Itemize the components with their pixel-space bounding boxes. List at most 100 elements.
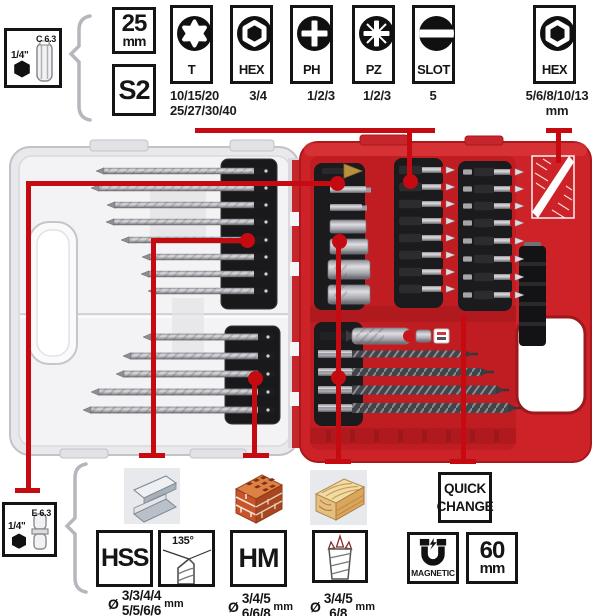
callout-dot-sockets	[330, 176, 345, 191]
bit-length-value: 25	[121, 10, 148, 38]
case-handle-left	[28, 221, 78, 365]
group-brace-bottom	[64, 462, 88, 594]
coupling-size: 1/4"	[8, 521, 26, 532]
ph-sizes: 1/2/3	[307, 88, 335, 103]
callout-dot-bits	[403, 174, 418, 189]
tip-angle-box: 135°	[158, 530, 215, 587]
hex-sizes: 3/4	[249, 88, 267, 103]
bit-type-label: PH	[302, 62, 321, 77]
hex-large-icon	[540, 16, 575, 51]
drill-tip-135-icon	[162, 549, 212, 584]
wood-drill-icon	[327, 533, 353, 580]
torx-sizes: 10/15/20 25/27/30/40	[170, 88, 237, 118]
coupling-c63-box: C 6.3 1/4"	[4, 28, 62, 88]
wood-diameter-unit: mm	[355, 600, 375, 613]
diameter-symbol: Ø	[108, 595, 119, 612]
bit-type-box-pz: PZ	[352, 5, 395, 84]
diameter-symbol: Ø	[228, 598, 239, 615]
ph-pz-slot-bits	[399, 165, 456, 294]
socket-type-box-hex: HEX	[533, 5, 576, 84]
callout-tbar-quickchange	[450, 459, 476, 464]
callout-tbar-hss	[139, 453, 165, 458]
callout-line-wood	[336, 241, 341, 462]
slot-sizes: 5	[429, 88, 437, 103]
slot-icon	[419, 16, 454, 51]
quick-change-box: QUICK CHANGE	[436, 472, 494, 523]
magnetic-box: MAGNETIC	[407, 532, 459, 584]
hm-label: HM	[238, 543, 280, 574]
coupling-e63-box: E 6.3 1/4"	[2, 502, 57, 557]
bit-type-box-torx: T	[170, 5, 213, 84]
hm-diameter-sizes: 3/4/5 6/6/8	[241, 591, 271, 616]
hm-diameters: Ø 3/4/5 6/6/8 mm	[228, 591, 293, 616]
steel-beam-icon	[124, 468, 180, 524]
drill-length-value: 60	[479, 537, 506, 565]
coupling-size: 1/4"	[11, 50, 29, 61]
magnet-icon	[419, 538, 447, 566]
callout-dot-hss	[240, 233, 255, 248]
hss-box: HSS	[96, 530, 153, 587]
coupling-label: E 6.3	[31, 508, 51, 518]
group-brace-top	[68, 14, 92, 122]
pozidriv-icon	[359, 16, 394, 51]
socket-type-label: HEX	[541, 62, 568, 77]
callout-tbar-coupling	[15, 488, 40, 493]
einhell-ornament-icon	[531, 155, 575, 219]
wood-icon	[310, 470, 367, 525]
magnetic-bit-bar	[519, 242, 546, 346]
wood-drill-box	[312, 530, 368, 583]
coupling-label: C 6.3	[35, 34, 56, 44]
callout-tbar-hm	[243, 453, 269, 458]
bit-type-box-ph: PH	[290, 5, 333, 84]
hex-shank-c63-icon	[14, 40, 53, 82]
hss-label: HSS	[101, 544, 149, 573]
wood-diameters: Ø 3/4/5 6/8 mm	[310, 591, 375, 616]
callout-dot-hm	[248, 371, 263, 386]
diameter-symbol: Ø	[310, 598, 321, 615]
hss-diameters: Ø 3/3/4/4 5/5/6/6 mm	[108, 588, 184, 616]
steel-grade-label: S2	[118, 74, 150, 105]
callout-line-coupling-h	[28, 181, 332, 186]
tip-angle-label: 135°	[172, 535, 194, 547]
callout-line-hss-h	[151, 238, 243, 243]
hm-diameter-unit: mm	[273, 600, 293, 613]
hex-socket-sizes: 5/6/8/10/13 mm	[525, 88, 589, 118]
bit-type-label: HEX	[238, 62, 265, 77]
wood-drill-bits	[318, 350, 521, 413]
molded-emboss	[150, 183, 206, 241]
drill-length-box: 60 mm	[466, 532, 518, 584]
hss-diameter-sizes: 3/3/4/4 5/5/6/6	[121, 588, 162, 616]
bit-length-unit: mm	[122, 33, 147, 49]
callout-tbar-hex-sockets	[546, 128, 572, 133]
callout-line-hex-sockets	[556, 131, 561, 163]
hex-icon	[237, 16, 272, 51]
torx-bit-strip	[458, 161, 512, 311]
quick-change-label: QUICK CHANGE	[436, 480, 494, 514]
wood-diameter-sizes: 3/4/5 6/8	[323, 591, 353, 616]
drill-length-unit: mm	[479, 560, 506, 578]
torx-icon	[177, 16, 212, 51]
callout-line-coupling-v	[26, 181, 31, 490]
callout-dot-wood	[331, 370, 346, 385]
phillips-icon	[297, 16, 332, 51]
bit-length-box: 25 mm	[112, 7, 156, 54]
bit-type-label: SLOT	[417, 62, 450, 77]
torx-bits	[463, 167, 525, 300]
molded-emboss	[172, 298, 204, 360]
callout-dot-sockets-2	[332, 234, 347, 249]
magnetic-label: MAGNETIC	[411, 568, 455, 578]
callout-line-bits-drop	[407, 130, 412, 178]
case-left-half	[9, 139, 303, 459]
callout-line-hm	[252, 378, 257, 456]
brick-icon	[228, 468, 285, 525]
callout-line-bits-top	[195, 128, 435, 133]
hm-masonry-drill-bits	[82, 333, 274, 414]
pz-sizes: 1/2/3	[363, 88, 391, 103]
hex-shank-e63-icon	[12, 513, 49, 550]
hss-diameter-unit: mm	[164, 597, 184, 610]
callout-line-hss-v	[151, 238, 156, 456]
callout-line-quickchange	[461, 316, 466, 462]
steel-grade-box: S2	[112, 64, 156, 116]
bit-type-box-hex: HEX	[230, 5, 273, 84]
